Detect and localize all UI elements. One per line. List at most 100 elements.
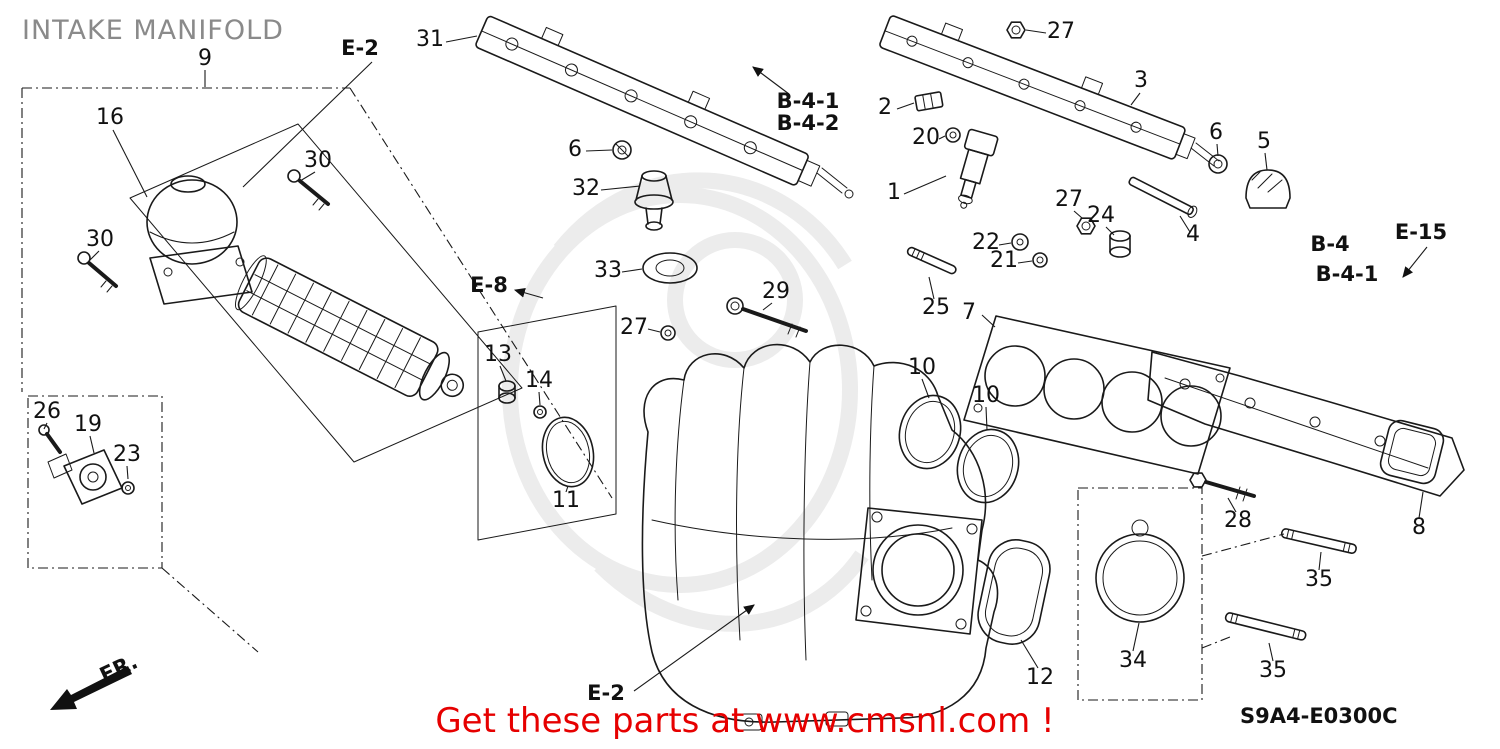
air-valve-assembly bbox=[77, 169, 465, 401]
intake-manifold-body bbox=[641, 343, 999, 731]
callout-33: 33 bbox=[594, 258, 622, 283]
callout-3: 3 bbox=[1134, 68, 1148, 93]
bolt-30-top bbox=[287, 169, 330, 211]
callout-13: 13 bbox=[484, 342, 512, 367]
washer-27-left bbox=[660, 325, 676, 341]
o-ring-34 bbox=[1095, 519, 1185, 623]
callout-27-mid: 27 bbox=[1055, 187, 1083, 212]
watermark-graphic bbox=[502, 172, 869, 632]
callout-31: 31 bbox=[416, 27, 444, 52]
callout-10-left: 10 bbox=[908, 355, 936, 380]
cap-5 bbox=[1245, 169, 1291, 209]
callout-20: 20 bbox=[912, 125, 940, 150]
callout-23: 23 bbox=[113, 442, 141, 467]
bolt-28 bbox=[1189, 472, 1256, 502]
callout-11: 11 bbox=[552, 488, 580, 513]
part-callouts: 9 16 30 30 26 19 23 31 6 32 33 27 13 14 … bbox=[33, 19, 1426, 690]
construction-lines bbox=[21, 87, 1285, 701]
diagram-code: S9A4-E0300C bbox=[1240, 704, 1398, 728]
damper-32 bbox=[634, 170, 674, 231]
cushion-ring-21 bbox=[1032, 252, 1048, 268]
callout-32: 32 bbox=[572, 176, 600, 201]
callout-19: 19 bbox=[74, 412, 102, 437]
holder-33 bbox=[642, 252, 698, 284]
bolt-30-left bbox=[77, 251, 118, 293]
callout-2: 2 bbox=[878, 95, 892, 120]
callout-22: 22 bbox=[972, 230, 1000, 255]
callout-35-lower: 35 bbox=[1259, 658, 1287, 683]
callout-5: 5 bbox=[1257, 129, 1271, 154]
sensor-connector bbox=[47, 453, 73, 479]
callout-21: 21 bbox=[990, 248, 1018, 273]
reference-labels: E-2 E-8 B-4-1 B-4-2 B-4 B-4-1 E-15 E-2 bbox=[341, 36, 1447, 705]
spacer-plate-7 bbox=[963, 315, 1231, 475]
callout-6-right: 6 bbox=[1209, 120, 1223, 145]
fr-direction-arrow: FR. bbox=[50, 649, 141, 710]
callout-16: 16 bbox=[96, 105, 124, 130]
insulator-24 bbox=[1109, 230, 1131, 258]
screen-cylinder bbox=[235, 255, 465, 401]
page-title: INTAKE MANIFOLD bbox=[22, 15, 284, 46]
washer-14 bbox=[533, 405, 547, 419]
retainer-2 bbox=[914, 91, 944, 112]
bushing-13 bbox=[498, 380, 516, 404]
gasket-10-right bbox=[956, 428, 1020, 504]
callout-24: 24 bbox=[1087, 203, 1115, 228]
stud-25 bbox=[906, 246, 957, 275]
callout-27-top: 27 bbox=[1047, 19, 1075, 44]
rotary-valve-sensor bbox=[38, 424, 135, 505]
stud-35-lower bbox=[1224, 612, 1307, 641]
callout-25: 25 bbox=[922, 295, 950, 320]
ref-e8: E-8 bbox=[470, 273, 508, 297]
callout-12: 12 bbox=[1026, 665, 1054, 690]
bolt-29 bbox=[726, 297, 808, 338]
callout-30-top: 30 bbox=[304, 148, 332, 173]
callout-34: 34 bbox=[1119, 648, 1147, 673]
fuel-rail-rear bbox=[879, 15, 1220, 167]
callout-7: 7 bbox=[962, 300, 976, 325]
nut-27-mid bbox=[1076, 217, 1096, 235]
reference-arrows bbox=[242, 61, 1428, 692]
ref-e2-top: E-2 bbox=[341, 36, 379, 60]
callout-35-upper: 35 bbox=[1305, 567, 1333, 592]
callout-10-right: 10 bbox=[972, 383, 1000, 408]
callout-29: 29 bbox=[762, 279, 790, 304]
callout-1: 1 bbox=[887, 180, 901, 205]
callout-4: 4 bbox=[1186, 222, 1200, 247]
fuel-rail-front bbox=[475, 15, 854, 199]
pipe-4 bbox=[1128, 176, 1198, 218]
throttle-flange bbox=[855, 507, 983, 635]
o-ring-23 bbox=[121, 481, 135, 495]
ref-e2-bottom: E-2 bbox=[587, 681, 625, 705]
gasket-10-left bbox=[898, 394, 962, 470]
banner-text: Get these parts at www.cmsnl.com ! bbox=[435, 701, 1054, 741]
callout-6-left: 6 bbox=[568, 137, 582, 162]
callout-28: 28 bbox=[1224, 508, 1252, 533]
ref-b41-right: B-4-1 bbox=[1316, 262, 1379, 286]
bolt-26 bbox=[38, 424, 62, 454]
seal-ring-22 bbox=[1011, 233, 1029, 251]
leader-lines bbox=[43, 29, 1424, 669]
callout-27-left: 27 bbox=[620, 315, 648, 340]
fr-label: FR. bbox=[96, 649, 141, 687]
o-ring-11 bbox=[541, 416, 595, 488]
nut-27-top bbox=[1006, 21, 1026, 39]
ref-b42: B-4-2 bbox=[777, 111, 840, 135]
stud-35-upper bbox=[1280, 528, 1357, 554]
frame-box-16 bbox=[129, 123, 523, 463]
callout-14: 14 bbox=[525, 368, 553, 393]
clip-20 bbox=[945, 127, 961, 143]
callout-8: 8 bbox=[1412, 515, 1426, 540]
manifold-base-8 bbox=[1147, 351, 1465, 497]
gasket-12 bbox=[977, 539, 1051, 645]
callout-30-left: 30 bbox=[86, 227, 114, 252]
injector-1 bbox=[958, 128, 999, 209]
frame-box-e8 bbox=[477, 305, 617, 541]
callout-9: 9 bbox=[198, 46, 212, 71]
ref-b4: B-4 bbox=[1310, 232, 1349, 256]
callout-26: 26 bbox=[33, 399, 61, 424]
ref-b41-top: B-4-1 bbox=[777, 89, 840, 113]
ref-e15: E-15 bbox=[1395, 220, 1447, 244]
